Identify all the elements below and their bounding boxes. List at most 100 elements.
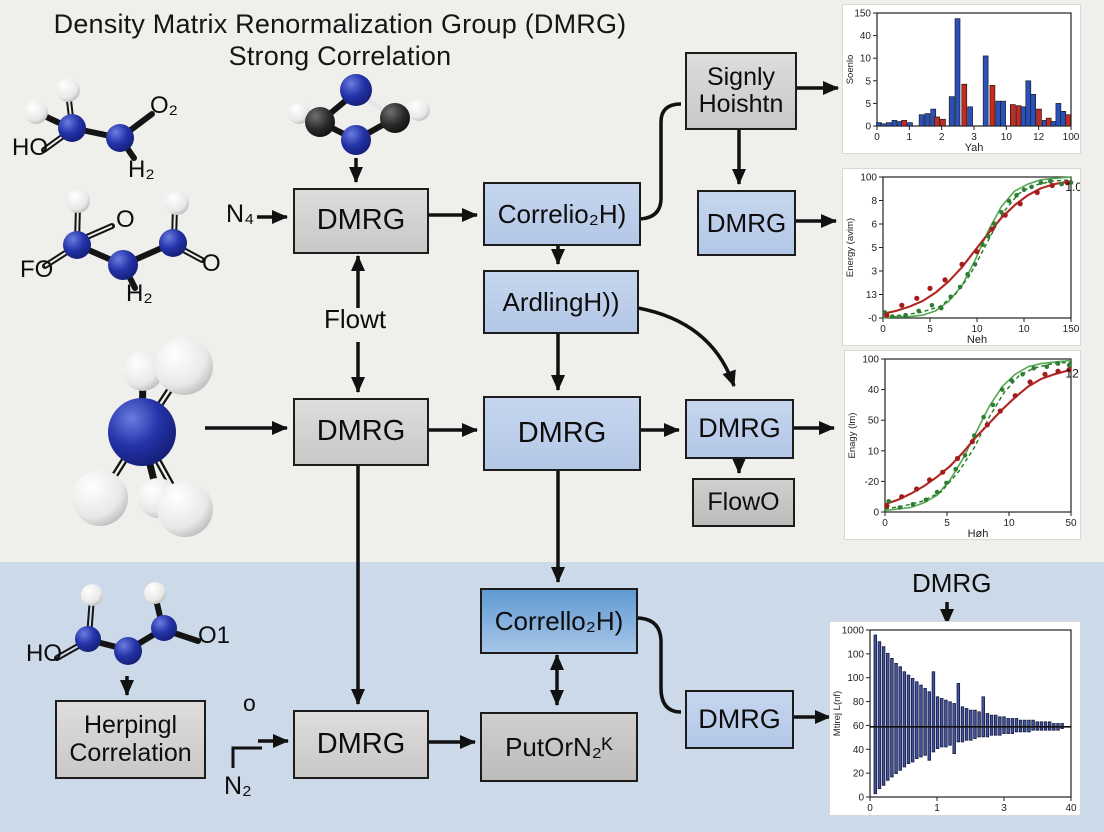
molecule-ring	[288, 74, 430, 155]
svg-text:0: 0	[874, 132, 880, 143]
svg-text:5: 5	[871, 243, 877, 254]
svg-text:13: 13	[866, 290, 878, 301]
title-line-1: Density Matrix Renormalization Group (DM…	[53, 9, 627, 39]
label-mol2-fo: FO	[20, 256, 54, 283]
box-dmrg-right-top: DMRG	[697, 190, 796, 256]
svg-text:10: 10	[1018, 324, 1030, 335]
box-corrello: Corrello₂H)	[480, 588, 638, 654]
label-mol2-o-right: O	[202, 250, 221, 277]
box-putorn: PutOrN₂ᴷ	[480, 712, 638, 782]
svg-text:10: 10	[868, 446, 880, 457]
box-herpingl-line1: Herpingl	[83, 711, 178, 739]
label-mol1-h2: H₂	[128, 156, 155, 183]
svg-text:1.0: 1.0	[1065, 180, 1080, 194]
svg-text:0: 0	[880, 324, 886, 335]
label-mol5-ho: HO	[26, 640, 62, 667]
svg-text:40: 40	[1065, 803, 1077, 814]
svg-text:2: 2	[939, 132, 945, 143]
svg-text:60: 60	[853, 721, 865, 732]
svg-text:5: 5	[865, 76, 871, 87]
svg-text:100: 100	[1063, 132, 1080, 143]
label-mol5-o1: O1	[198, 622, 231, 649]
box-flowo: FlowO	[692, 478, 795, 527]
svg-text:Mtirej L(nf): Mtirej L(nf)	[832, 691, 843, 736]
svg-text:-0: -0	[868, 314, 877, 325]
box-dmrg-bottom: DMRG	[293, 710, 429, 779]
label-n4: N₄	[226, 200, 255, 228]
svg-text:12: 12	[1033, 132, 1045, 143]
svg-text:100: 100	[862, 355, 879, 366]
svg-text:1: 1	[934, 803, 940, 814]
box-herpingl-line2: Correlation	[69, 738, 192, 767]
svg-text:100: 100	[860, 173, 877, 184]
svg-text:20: 20	[853, 769, 865, 780]
chart-oscillating-bars: 0 20 40 60 80 100 100 1000 0 1 3 40 Mtirej L(nf)	[830, 622, 1080, 815]
box-ardling: ArdlingH))	[483, 270, 639, 334]
svg-text:0: 0	[873, 508, 879, 519]
label-n2: N₂	[224, 772, 252, 800]
molecule-bottom-left	[54, 582, 201, 665]
box-signly-line2: Hoishtn	[698, 90, 784, 118]
svg-text:1: 1	[907, 132, 913, 143]
label-mol2-h2: H₂	[126, 280, 153, 307]
label-mol1-ho: HO	[12, 134, 48, 161]
box-signly-line1: Signly	[706, 62, 776, 91]
label-mol1-o2: O₂	[150, 92, 178, 119]
svg-text:5: 5	[944, 518, 950, 529]
label-mol2-o-top: O	[116, 206, 135, 233]
svg-text:8: 8	[871, 196, 877, 207]
svg-text:10: 10	[860, 54, 872, 65]
label-o-input: o	[243, 690, 256, 716]
box-dmrg-mid-left: DMRG	[293, 398, 429, 466]
box-correlio: Correlio₂H)	[483, 182, 641, 246]
svg-text:0: 0	[882, 518, 888, 529]
box-signly-hoishtn: Signly Hoishtn	[685, 52, 797, 130]
svg-text:12: 12	[1065, 366, 1079, 380]
svg-text:Neh: Neh	[967, 334, 987, 345]
svg-text:50: 50	[868, 416, 880, 427]
box-herpingl: Herpingl Correlation	[55, 700, 206, 779]
svg-text:3: 3	[871, 267, 877, 278]
svg-text:0: 0	[865, 122, 871, 133]
molecule-top-left	[24, 78, 155, 161]
molecule-mid-left-upper	[42, 189, 205, 291]
svg-text:6: 6	[871, 220, 877, 231]
title-line-2: Strong Correlation	[228, 41, 452, 71]
svg-text:10: 10	[971, 324, 983, 335]
label-flowt: Flowt	[324, 304, 387, 334]
svg-text:Enagy (lm): Enagy (lm)	[847, 413, 858, 459]
arrows	[120, 81, 954, 768]
label-dmrg-annotation: DMRG	[912, 568, 992, 598]
svg-text:40: 40	[868, 385, 880, 396]
diagram-title: Density Matrix Renormalization Group (DM…	[50, 8, 630, 72]
svg-text:Høh: Høh	[968, 528, 989, 539]
svg-text:Yah: Yah	[965, 142, 984, 153]
svg-text:Soenlo: Soenlo	[845, 55, 856, 85]
svg-text:0: 0	[867, 803, 873, 814]
molecule-nh4	[72, 337, 213, 537]
box-dmrg-bottom-right: DMRG	[685, 690, 794, 749]
svg-text:50: 50	[1065, 518, 1077, 529]
svg-text:5: 5	[865, 99, 871, 110]
svg-text:0: 0	[858, 793, 864, 804]
svg-text:40: 40	[860, 31, 872, 42]
svg-text:3: 3	[1001, 803, 1007, 814]
box-dmrg-mid-right: DMRG	[685, 399, 794, 459]
svg-text:10: 10	[1001, 132, 1013, 143]
box-dmrg-top: DMRG	[293, 188, 429, 254]
svg-text:10: 10	[1003, 518, 1015, 529]
svg-text:150: 150	[854, 9, 871, 20]
svg-text:100: 100	[847, 673, 864, 684]
svg-text:5: 5	[927, 324, 933, 335]
svg-text:1000: 1000	[842, 626, 865, 637]
svg-text:40: 40	[853, 745, 865, 756]
svg-text:3: 3	[971, 132, 977, 143]
svg-text:Energy (avim): Energy (avim)	[845, 218, 856, 277]
svg-text:100: 100	[847, 649, 864, 660]
svg-text:80: 80	[853, 697, 865, 708]
